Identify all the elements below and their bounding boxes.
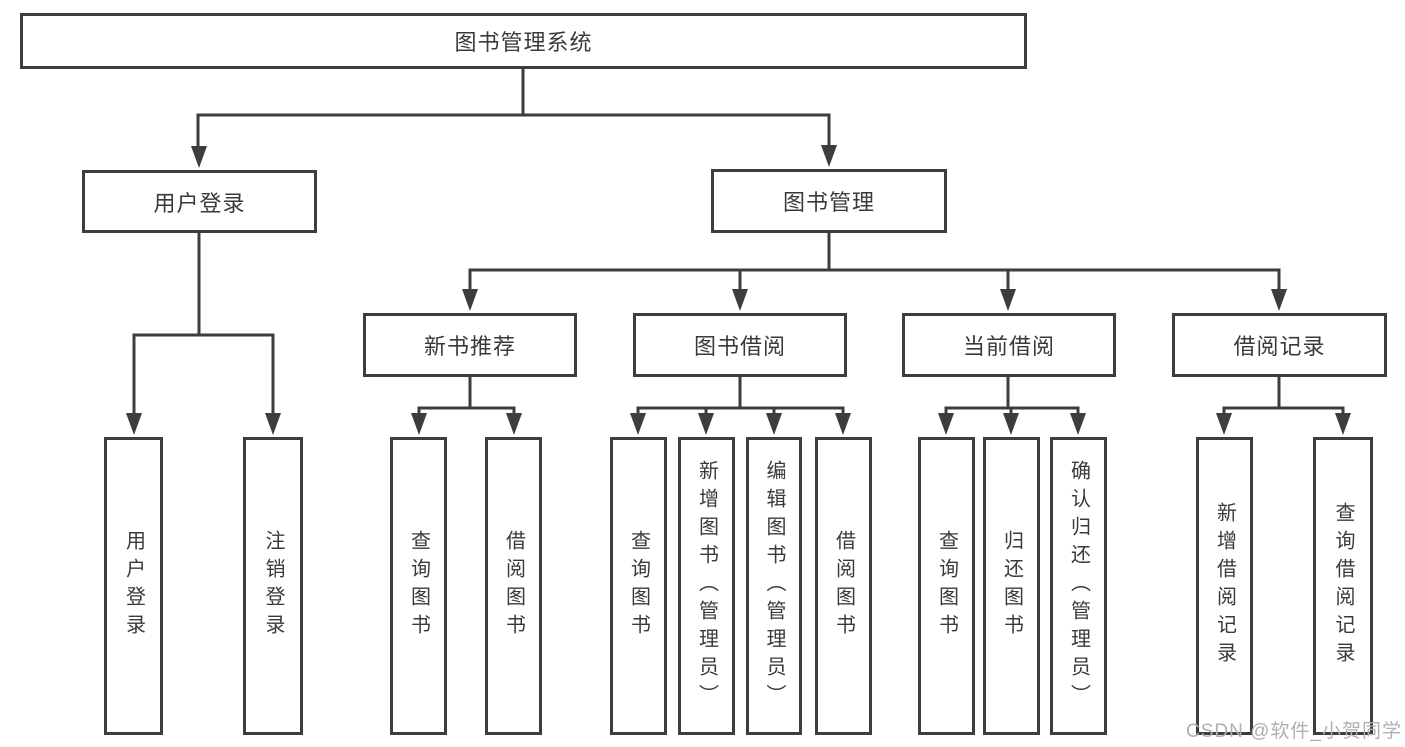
edge-current-borrow-children (944, 377, 1080, 413)
leaf-borrow-books: 借阅图书 (815, 437, 872, 735)
leaf-borrow-books-recommend: 借阅图书 (485, 437, 542, 735)
leaf-query-books-current: 查询图书 (918, 437, 975, 735)
edge-root-to-level2 (196, 69, 831, 146)
leaf-query-books-borrow: 查询图书 (610, 437, 667, 735)
node-borrow-record: 借阅记录 (1172, 313, 1387, 377)
node-book-borrow: 图书借阅 (633, 313, 847, 377)
node-new-book-recommend: 新书推荐 (363, 313, 577, 377)
edge-new-book-children (417, 377, 516, 413)
edge-borrow-record-children (1222, 377, 1345, 413)
leaf-return-books: 归还图书 (983, 437, 1040, 735)
edge-book-borrow-children (636, 377, 845, 413)
edge-book-mgmt-children (468, 233, 1281, 289)
leaf-edit-books-admin: 编辑图书（管理员） (746, 437, 802, 735)
arrowhead-icons (126, 145, 1351, 435)
node-book-management: 图书管理 (711, 169, 947, 233)
leaf-add-books-admin: 新增图书（管理员） (678, 437, 735, 735)
node-user-login: 用户登录 (82, 170, 317, 233)
edge-user-login-children (132, 233, 275, 413)
leaf-confirm-return-admin: 确认归还（管理员） (1050, 437, 1107, 735)
csdn-watermark: CSDN @软件_小贺同学 (1186, 721, 1402, 742)
node-current-borrow: 当前借阅 (902, 313, 1116, 377)
leaf-add-borrow-record: 新增借阅记录 (1196, 437, 1253, 735)
leaf-logout: 注销登录 (243, 437, 303, 735)
leaf-query-borrow-record: 查询借阅记录 (1313, 437, 1373, 735)
node-root-system: 图书管理系统 (20, 13, 1027, 69)
leaf-query-books-recommend: 查询图书 (390, 437, 447, 735)
leaf-user-login: 用户登录 (104, 437, 163, 735)
